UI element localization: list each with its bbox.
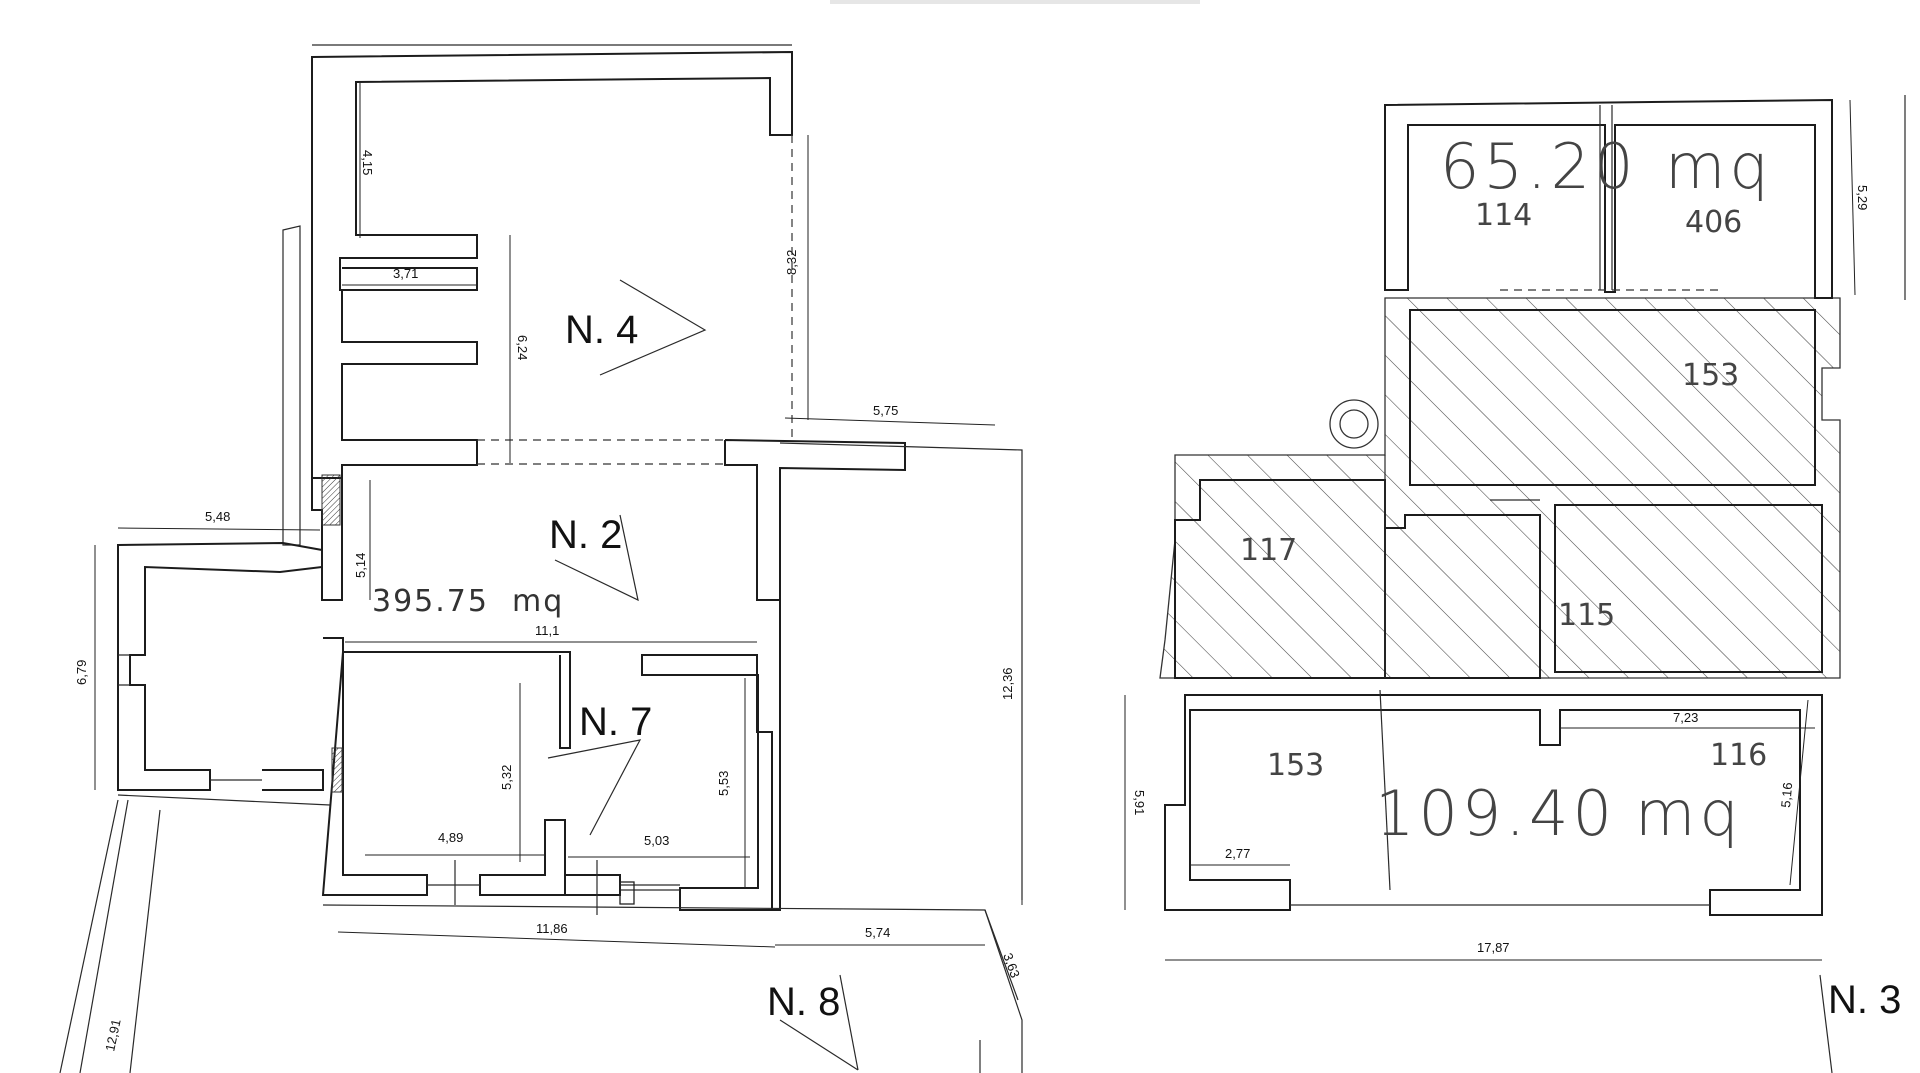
dim-5-91: 5,91 [1132,790,1147,815]
n2-pointer [554,514,639,602]
dim-6-24: 6,24 [515,335,530,360]
area-label-bottom: 109.40 [1375,777,1616,850]
wall-top-block [1384,98,1833,299]
n7-pointer [547,739,642,836]
area-label-left: 395.75 mq [372,584,564,619]
dim-3-71: 3,71 [393,266,418,281]
dim-6-79: 6,79 [74,660,89,685]
dim-3-63: 3,63 [1000,951,1023,980]
dim-5-14: 5,14 [353,553,368,578]
dim-line-11-86 [337,931,776,948]
left-building: 4,15 3,71 6,24 8,32 5,75 5,48 5,14 11,1 … [59,44,1023,1073]
parcel-153-bottom: 153 [1267,748,1324,783]
parcel-116: 116 [1710,738,1767,773]
dim-2-77: 2,77 [1225,846,1250,861]
dim-12-91: 12,91 [102,1018,123,1053]
wall-n7-outer [321,637,571,896]
sw-fence-top [117,794,331,806]
unit-label-n3: N. 3 [1828,978,1901,1022]
n4-pointer [599,279,707,376]
parcel-153-top: 153 [1682,358,1739,393]
dim-11-1: 11,1 [535,623,559,638]
dim-5-74: 5,74 [865,925,890,940]
n2-hatch-door [321,474,341,526]
left-post-line [282,225,301,546]
wall-west-wing-bottom [262,769,324,791]
wall-n4-outer [311,50,793,479]
hatched-divider-mid [1384,455,1540,678]
bottom-yard-line-2 [984,909,1019,1001]
n7-door-lines [427,860,680,915]
top-shadow-strip [830,0,1200,4]
parcel-117: 117 [1240,533,1297,568]
area-label-top: 65.20 [1440,130,1638,203]
n8-pointer [779,974,859,1071]
dim-8-32: 8,32 [784,250,799,275]
wall-west-wing [117,541,323,791]
wall-n4-cell [342,267,478,291]
wall-n7-right [641,654,773,911]
dim-17-87: 17,87 [1477,940,1510,955]
hatched-area [1159,297,1841,679]
area-unit-bottom: mq [1635,777,1743,850]
dim-5-48: 5,48 [205,509,230,524]
dim-line-5-75 [784,417,996,426]
dim-line-5-29 [1849,99,1856,296]
dim-5-75: 5,75 [873,403,898,418]
bottom-divider [1379,689,1391,891]
parcel-406: 406 [1685,205,1742,240]
top-block-divider [1599,105,1613,290]
dim-4-15: 4,15 [360,150,375,175]
unit-label-n4: N. 4 [565,308,638,352]
n7-hatch-door [331,747,343,793]
dim-line-5-16 [1789,699,1809,886]
dim-line-5-48 [117,527,321,531]
dim-4-89: 4,89 [438,830,463,845]
dim-11-86: 11,86 [536,921,568,936]
unit-label-n7: N. 7 [579,700,652,744]
parcel-114: 114 [1475,198,1532,233]
parcel-115: 115 [1558,598,1615,633]
unit-label-n2: N. 2 [549,513,622,557]
well-marker-outer [1329,399,1379,449]
west-door-left [118,654,130,686]
dim-5-32: 5,32 [499,765,514,790]
wall-bottom-block [1164,694,1823,916]
dim-5-29: 5,29 [1855,185,1870,210]
dim-5-16: 5,16 [1778,782,1795,809]
n3-pointer [1819,95,1906,1073]
bottom-yard-line [322,904,1023,1073]
unit-label-n8: N. 8 [767,980,840,1024]
dim-5-53: 5,53 [716,771,731,796]
right-yard-line [779,442,1023,900]
dim-12-36: 12,36 [1000,667,1015,700]
area-unit-top: mq [1665,130,1773,203]
dim-7-23: 7,23 [1673,710,1698,725]
room-153-top [1409,309,1816,486]
wall-n2 [311,439,906,911]
n7-small-box [619,881,635,905]
dim-5-03: 5,03 [644,833,669,848]
room-115 [1554,504,1823,673]
well-marker-inner [1339,409,1369,439]
right-building: 65.20 mq 109.40 mq 114 406 153 117 115 1… [1124,95,1906,1073]
sw-fence [59,799,161,1073]
